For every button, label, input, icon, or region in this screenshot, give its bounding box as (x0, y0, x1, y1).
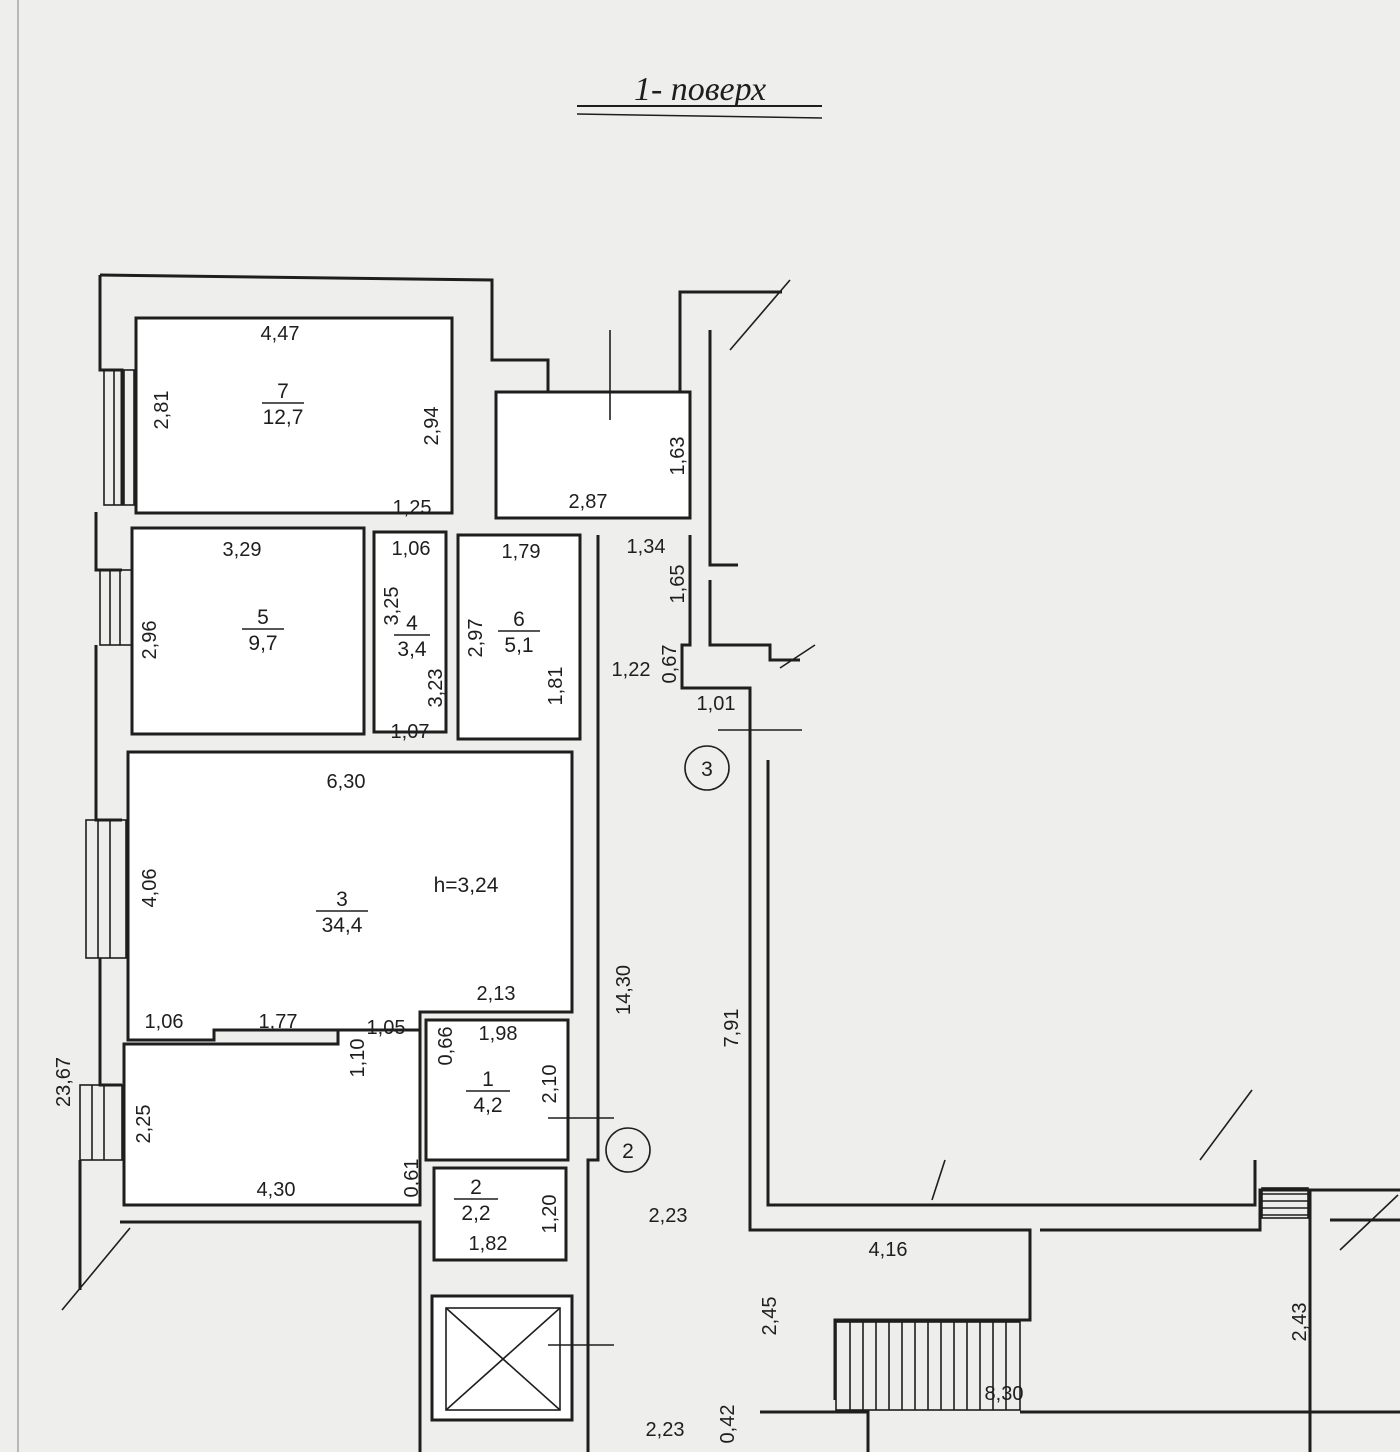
dim-label: 1,20 (539, 1195, 561, 1234)
room-7-outline (134, 316, 454, 515)
dim-label: 8,30 (985, 1383, 1024, 1405)
room-labels: 7 12,7 5 9,7 4 3,4 6 5,1 3 34,4 h=3,24 1… (242, 380, 540, 1225)
dim-label: 4,16 (869, 1239, 908, 1261)
room-2-number: 2 (470, 1176, 482, 1199)
dim-label: 1,25 (393, 497, 432, 519)
dim-label: 4,47 (261, 323, 300, 345)
dim-label: 3,23 (425, 669, 447, 708)
dim-label: 1,82 (469, 1233, 508, 1255)
room-3-number: 3 (336, 888, 348, 911)
dim-label: 2,23 (649, 1205, 688, 1227)
staircase-right (1261, 1187, 1309, 1219)
room-5-number: 5 (257, 606, 269, 629)
dim-label: 1,07 (391, 721, 430, 743)
dim-label: 2,10 (539, 1065, 561, 1104)
marker-3-circle (684, 745, 730, 791)
room-6-number: 6 (513, 608, 525, 631)
dimension-labels: 4,47 2,81 2,94 1,25 2,87 1,63 3,29 1,06 … (53, 323, 1311, 1443)
room-6-area: 5,1 (504, 634, 533, 657)
room-hall-outline (122, 1028, 422, 1207)
dim-label: 1,01 (697, 693, 736, 715)
staircase (835, 1321, 1021, 1411)
room-7-area: 12,7 (263, 406, 304, 429)
dim-label: 2,87 (569, 491, 608, 513)
room-1-outline (424, 1018, 570, 1162)
dim-label: 1,63 (667, 437, 689, 476)
dim-label: 1,98 (479, 1023, 518, 1045)
dim-label: 4,06 (139, 869, 161, 908)
dim-label: 1,22 (612, 659, 651, 681)
room-7-number: 7 (277, 380, 289, 403)
balcony-outline (494, 390, 692, 520)
dim-label: 1,05 (367, 1017, 406, 1039)
dim-label: 1,10 (347, 1039, 369, 1078)
rooms (122, 316, 692, 1422)
dim-label: 0,61 (401, 1159, 423, 1198)
markers: 3 2 (605, 745, 730, 1173)
dim-label: 1,77 (259, 1011, 298, 1033)
dim-label: 3,25 (381, 587, 403, 626)
plan-title: 1- поверх (634, 71, 766, 108)
room-4-outline (372, 530, 448, 734)
dim-label: 2,13 (477, 983, 516, 1005)
room-1-area: 4,2 (473, 1094, 502, 1117)
dim-label: 1,34 (627, 536, 666, 558)
dim-label: 2,94 (421, 407, 443, 446)
dim-label: 4,30 (257, 1179, 296, 1201)
title-underline-2 (576, 113, 823, 119)
dim-label: 2,43 (1289, 1303, 1311, 1342)
room-height-note: h=3,24 (434, 874, 499, 897)
left-windows (79, 369, 135, 1161)
room-3-area: 34,4 (322, 914, 363, 937)
dim-label: 14,30 (613, 965, 635, 1015)
dim-label: 1,79 (502, 541, 541, 563)
dim-label: 1,65 (667, 565, 689, 604)
dim-label: 0,66 (435, 1027, 457, 1066)
dim-label: 2,25 (133, 1105, 155, 1144)
room-6-outline (456, 533, 582, 741)
marker-3-label: 3 (701, 758, 713, 781)
dim-label: 3,29 (223, 539, 262, 561)
room-5-outline (130, 526, 366, 736)
marker-2-label: 2 (622, 1140, 634, 1163)
dim-label: 2,45 (759, 1297, 781, 1336)
room-2-outline (432, 1166, 568, 1262)
dim-label: 2,23 (646, 1419, 685, 1441)
room-2-area: 2,2 (461, 1202, 490, 1225)
dim-label: 0,42 (717, 1405, 739, 1444)
dim-label: 1,06 (392, 538, 431, 560)
marker-2-circle (605, 1127, 651, 1173)
dim-label: 2,81 (151, 391, 173, 430)
room-4-area: 3,4 (397, 638, 427, 661)
dim-label: 6,30 (327, 771, 366, 793)
dim-label: 23,67 (53, 1057, 75, 1107)
dim-label: 0,67 (659, 645, 681, 684)
dim-label: 2,97 (465, 619, 487, 658)
dim-label: 7,91 (721, 1009, 743, 1048)
dim-label: 1,06 (145, 1011, 184, 1033)
corridor-walls (120, 279, 1400, 1452)
room-5-area: 9,7 (248, 632, 277, 655)
room-4-number: 4 (406, 612, 418, 635)
room-1-number: 1 (482, 1068, 494, 1091)
dim-label: 1,81 (545, 667, 567, 706)
dim-label: 2,96 (139, 621, 161, 660)
